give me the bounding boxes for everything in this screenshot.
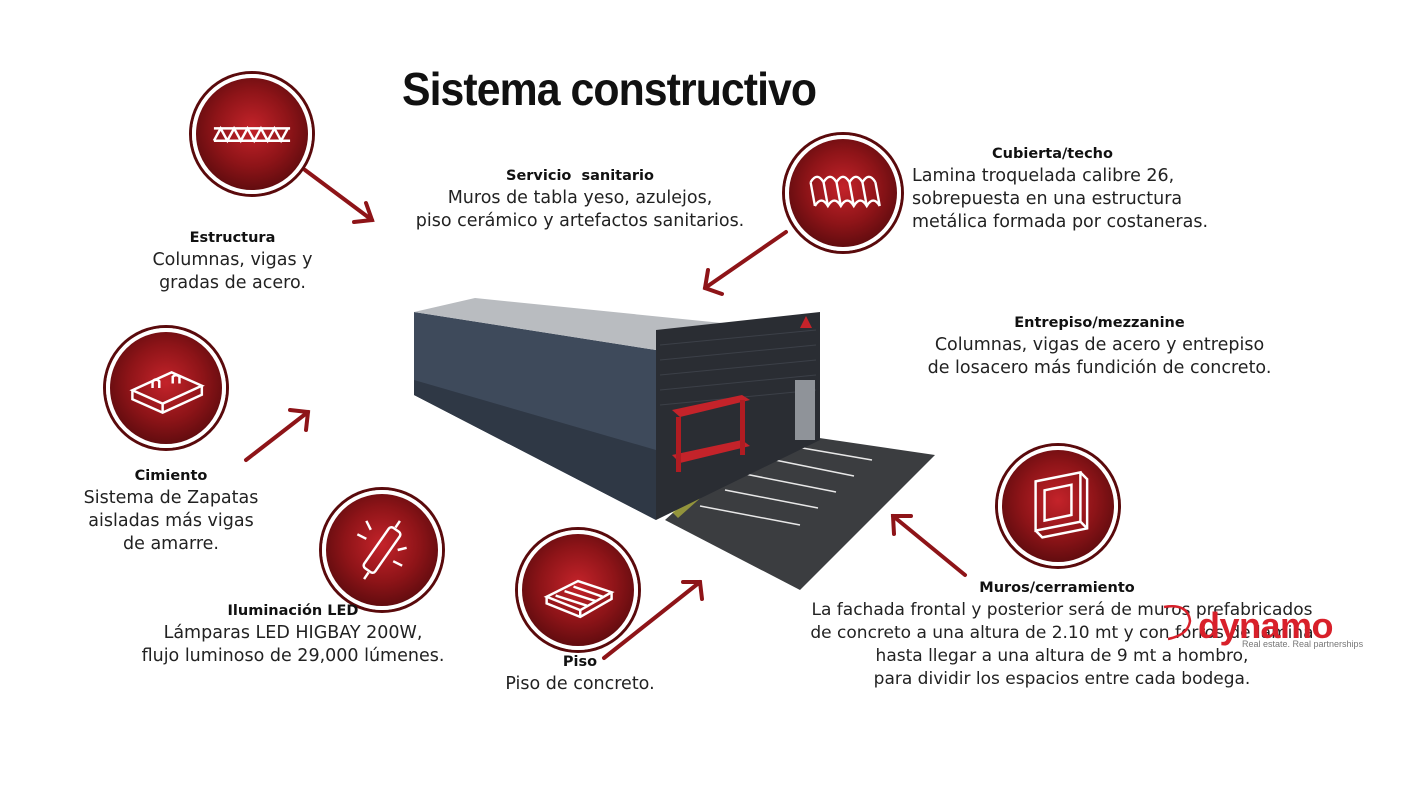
servicio-block: Servicio sanitario Muros de tabla yeso, … xyxy=(400,168,760,233)
cimiento-block: Cimiento Sistema de Zapatas aisladas más… xyxy=(66,468,276,556)
cimiento-heading: Cimiento xyxy=(134,468,208,484)
muros-heading: Muros/cerramiento xyxy=(979,580,1135,596)
iluminacion-heading: Iluminación LED xyxy=(227,603,359,619)
estructura-block: Estructura Columnas, vigas y gradas de a… xyxy=(140,230,325,295)
logo-name: dynamo xyxy=(1198,605,1334,646)
cubierta-circle xyxy=(785,135,901,251)
truss-icon xyxy=(212,125,291,144)
cubierta-text: Lamina troquelada calibre 26, sobrepuest… xyxy=(912,166,1209,232)
piso-circle xyxy=(518,530,638,650)
arrow-muros xyxy=(890,514,967,577)
foundation-icon xyxy=(129,370,205,414)
iluminacion-text: Lámparas LED HIGBAY 200W, flujo luminoso… xyxy=(141,623,445,666)
warehouse-illustration xyxy=(414,298,935,590)
iluminacion-block: Iluminación LED Lámparas LED HIGBAY 200W… xyxy=(118,603,468,668)
entrepiso-text: Columnas, vigas de acero y entrepiso de … xyxy=(927,335,1272,378)
entrepiso-heading: Entrepiso/mezzanine xyxy=(1014,315,1185,331)
piso-text: Piso de concreto. xyxy=(505,674,655,694)
wall-frame-icon xyxy=(1034,470,1089,539)
entrepiso-block: Entrepiso/mezzanine Columnas, vigas de a… xyxy=(912,315,1287,380)
cimiento-text: Sistema de Zapatas aisladas más vigas de… xyxy=(83,488,259,554)
estructura-heading: Estructura xyxy=(189,230,276,246)
arrow-estructura xyxy=(303,168,375,224)
logo-swoosh-icon xyxy=(1163,605,1192,641)
piso-block: Piso Piso de concreto. xyxy=(490,654,670,696)
arrow-cimiento xyxy=(244,408,311,462)
cimiento-circle xyxy=(106,328,226,448)
page-title: Sistema constructivo xyxy=(402,63,817,115)
cubierta-block: Cubierta/techo Lamina troquelada calibre… xyxy=(912,146,1232,234)
corrugated-roof-icon xyxy=(809,175,881,209)
muros-text: La fachada frontal y posterior será de m… xyxy=(810,600,1314,689)
arrow-piso xyxy=(602,580,704,660)
cubierta-heading: Cubierta/techo xyxy=(992,146,1113,162)
led-tube-icon xyxy=(356,520,407,580)
servicio-text: Muros de tabla yeso, azulejos, piso cerá… xyxy=(415,188,745,231)
floor-icon xyxy=(543,579,615,619)
estructura-circle xyxy=(192,74,312,194)
iluminacion-circle xyxy=(322,490,442,610)
dynamo-logo: dynamo Real estate. Real partnerships xyxy=(1163,605,1363,649)
estructura-text: Columnas, vigas y gradas de acero. xyxy=(152,250,313,293)
muros-circle xyxy=(998,446,1118,566)
piso-heading: Piso xyxy=(562,654,598,670)
arrow-cubierta xyxy=(702,230,788,296)
servicio-heading: Servicio sanitario xyxy=(506,168,654,184)
logo-tagline: Real estate. Real partnerships xyxy=(1242,639,1364,649)
muros-block: Muros/cerramiento La fachada frontal y p… xyxy=(772,580,1352,691)
